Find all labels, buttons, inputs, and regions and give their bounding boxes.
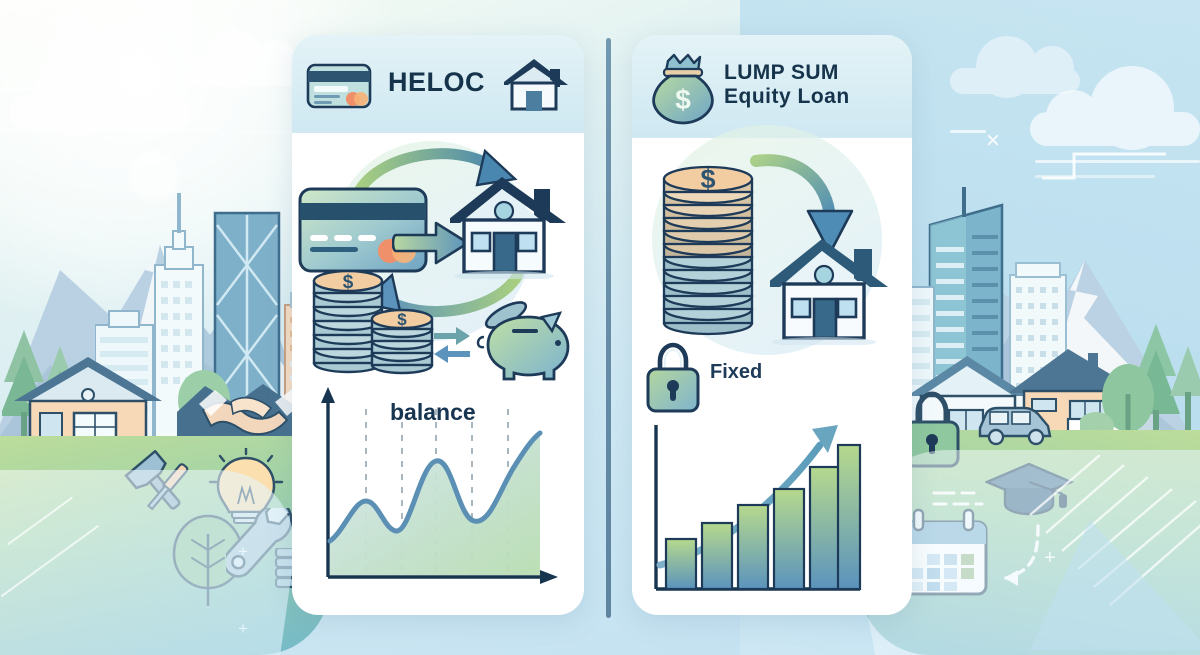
sun-icon: [128, 150, 180, 202]
house-icon: [450, 177, 566, 279]
lump-sum-title-line1: LUMP SUM: [724, 61, 839, 84]
piggy-bank-icon: [476, 301, 570, 381]
house-icon: [770, 239, 888, 345]
money-bag-icon: $: [652, 53, 714, 125]
svg-text:$: $: [343, 272, 354, 293]
decor-line: [0, 128, 220, 131]
heloc-title: HELOC: [388, 67, 485, 97]
lump-sum-title-line2: Equity Loan: [724, 84, 850, 108]
chart-title-balance: balance: [390, 399, 476, 425]
svg-text:$: $: [700, 164, 715, 194]
tall-coin-stack-icon: $: [662, 164, 754, 336]
credit-card-icon: [306, 63, 372, 109]
x-mark-icon: ✕: [985, 131, 1001, 152]
balance-chart: [321, 387, 558, 584]
coin-stack-icon: $: [312, 269, 384, 374]
svg-text:$: $: [397, 310, 407, 329]
decor-line: [0, 88, 150, 91]
decor-zigzag: [1042, 152, 1166, 180]
panel-heloc[interactable]: HELOC: [292, 35, 584, 615]
car-icon: [978, 406, 1052, 446]
growth-bar-chart: [654, 425, 862, 591]
lump-sum-header: $ LUMP SUM Equity Loan: [632, 35, 912, 138]
cloud-icon: [1030, 66, 1200, 150]
svg-text:$: $: [675, 84, 691, 115]
curved-down-arrow-icon: [750, 154, 854, 255]
panel-lump-sum[interactable]: $ LUMP SUM Equity Loan: [632, 35, 912, 615]
handshake-icon: [177, 384, 307, 442]
heloc-body: $ $: [292, 133, 584, 615]
house-icon: [504, 59, 568, 111]
cloud-icon: [188, 30, 308, 88]
cloud-icon: [10, 51, 190, 137]
lump-sum-title: LUMP SUM Equity Loan: [724, 61, 850, 108]
bidirectional-arrows-icon: [434, 327, 470, 363]
decor-line: [950, 130, 986, 133]
decor-line: [1035, 175, 1155, 178]
right-arrow-icon: [392, 221, 470, 265]
cloud-icon: [950, 36, 1080, 98]
lump-sum-body: $: [632, 125, 912, 615]
decor-line: [218, 131, 308, 134]
coin-stack-small-icon: $: [370, 308, 434, 375]
padlock-icon: [646, 342, 700, 413]
decor-triangle: [1030, 520, 1200, 650]
fixed-badge-label: Fixed: [710, 361, 763, 383]
heloc-header: HELOC: [292, 35, 584, 133]
decor-line: [1035, 160, 1200, 163]
panel-divider: [606, 38, 611, 618]
